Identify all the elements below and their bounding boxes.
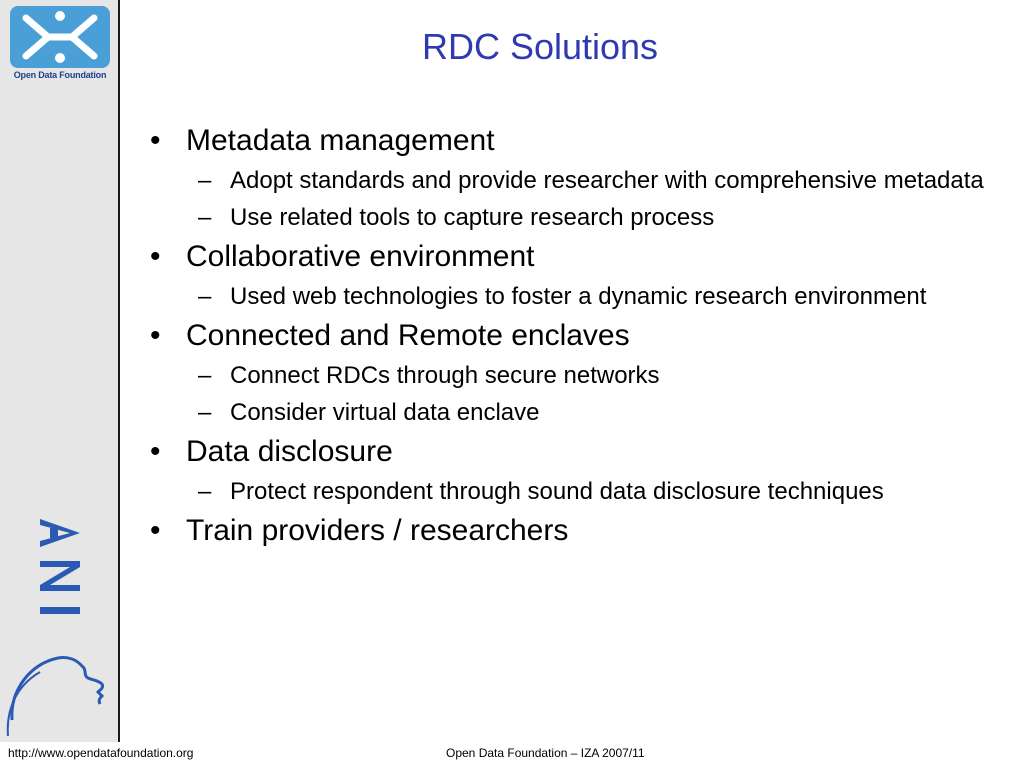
bullet-metadata-management: • Metadata management [148, 122, 1008, 160]
footer-caption: Open Data Foundation – IZA 2007/11 [446, 746, 645, 760]
bullet-marker: • [150, 514, 161, 547]
odf-logo-icon [10, 6, 110, 68]
bullet-marker: • [150, 124, 161, 157]
sub-bullet-text: Protect respondent through sound data di… [230, 478, 884, 505]
bullet-text: Collaborative environment [186, 240, 535, 273]
sub-marker: – [198, 283, 212, 310]
sub-marker: – [198, 362, 212, 389]
sub-bullet: – Use related tools to capture research … [148, 201, 1008, 234]
sidebar: Open Data Foundation [0, 0, 120, 742]
sub-bullet-text: Consider virtual data enclave [230, 399, 540, 426]
sub-bullet: – Protect respondent through sound data … [148, 475, 1008, 508]
sub-marker: – [198, 478, 212, 505]
logo-text: Open Data Foundation [13, 70, 107, 80]
footer-url: http://www.opendatafoundation.org [8, 746, 194, 760]
open-data-foundation-logo: Open Data Foundation [8, 4, 112, 84]
sub-bullet-text: Used web technologies to foster a dynami… [230, 283, 927, 310]
profile-silhouette-icon [6, 650, 116, 742]
bullet-text: Train providers / researchers [186, 514, 569, 547]
iza-mark-icon [30, 515, 90, 625]
bullet-text: Data disclosure [186, 435, 393, 468]
bullet-marker: • [150, 435, 161, 468]
sub-marker: – [198, 399, 212, 426]
sub-bullet: – Consider virtual data enclave [148, 396, 1008, 429]
bullet-text: Metadata management [186, 124, 495, 157]
bullet-marker: • [150, 240, 161, 273]
sub-bullet-text: Adopt standards and provide researcher w… [230, 167, 984, 194]
bullet-text: Connected and Remote enclaves [186, 319, 630, 352]
bullet-train-providers: • Train providers / researchers [148, 512, 1008, 550]
bullet-marker: • [150, 319, 161, 352]
sub-marker: – [198, 167, 212, 194]
bullet-data-disclosure: • Data disclosure [148, 433, 1008, 471]
sub-bullet: – Adopt standards and provide researcher… [148, 164, 1008, 197]
page-title: RDC Solutions [421, 26, 659, 67]
sub-marker: – [198, 204, 212, 231]
bullet-connected-remote-enclaves: • Connected and Remote enclaves [148, 317, 1008, 355]
sub-bullet: – Connect RDCs through secure networks [148, 359, 1008, 392]
sub-bullet-text: Use related tools to capture research pr… [230, 204, 715, 231]
sub-bullet-text: Connect RDCs through secure networks [230, 362, 660, 389]
sub-bullet: – Used web technologies to foster a dyna… [148, 280, 1008, 313]
bullet-list: • Metadata management – Adopt standards … [148, 118, 1008, 550]
bullet-collaborative-environment: • Collaborative environment [148, 238, 1008, 276]
